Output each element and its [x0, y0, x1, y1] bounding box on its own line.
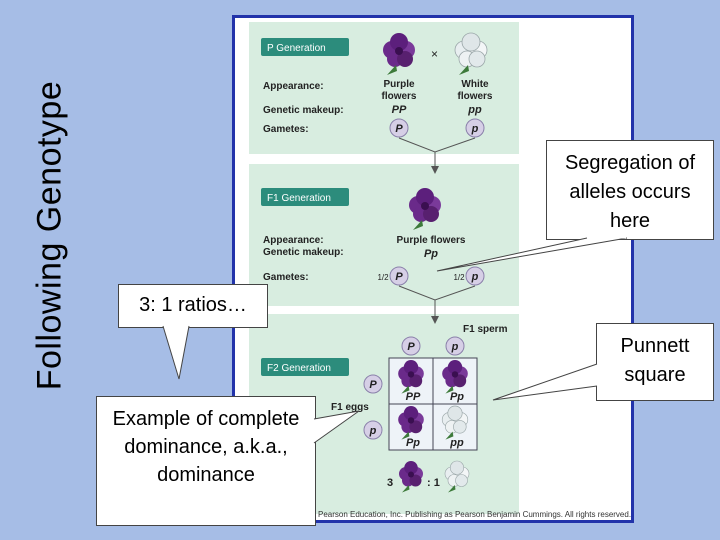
ratios-callout-text: 3: 1 ratios… — [139, 294, 247, 316]
dominance-callout-text: Example of complete dominance, a.k.a., d… — [112, 408, 300, 486]
figure-credit: Pearson Education, Inc. Publishing as Pe… — [318, 510, 632, 519]
sperm-allele-2: p — [451, 341, 459, 353]
f1-appearance: Purple flowers — [397, 235, 466, 246]
parent2-appearance-line1: White — [461, 79, 489, 90]
punnett-cell-4-genotype: pp — [449, 437, 464, 449]
f1-gametes-label: Gametes: — [263, 272, 309, 283]
parent2-gamete: p — [471, 123, 479, 135]
cross-symbol: × — [431, 47, 438, 61]
parent1-appearance-line2: flowers — [381, 91, 416, 102]
parent1-gamete: P — [395, 123, 403, 135]
p-generation-header-text: P Generation — [267, 43, 326, 54]
parent2-genotype: pp — [467, 104, 482, 116]
segregation-callout: Segregation of alleles occurs here — [436, 140, 714, 272]
f1-gamete1-fraction: 1/2 — [377, 273, 389, 282]
ratio-right: : 1 — [427, 477, 440, 489]
parent1-genotype: PP — [392, 104, 407, 116]
parent1-appearance-line1: Purple — [383, 79, 415, 90]
f1-to-f2-arrowhead — [431, 316, 439, 324]
parent1-gamete-circle — [389, 118, 409, 138]
punnett-cell-2-genotype: Pp — [450, 391, 464, 403]
parent2-gamete-circle — [465, 118, 485, 138]
f1-gamete2: p — [471, 271, 479, 283]
ratios-callout-tail — [162, 323, 190, 380]
p-generation-header — [261, 38, 349, 56]
punnett-callout-tail — [492, 363, 600, 401]
ratio-left: 3 — [387, 477, 393, 489]
f1-gamete1: P — [395, 271, 403, 283]
p-appearance-label: Appearance: — [263, 81, 324, 92]
egg-allele-1: P — [369, 379, 377, 391]
sperm-allele-1: P — [407, 341, 415, 353]
segregation-callout-tail — [436, 235, 628, 272]
f1-appearance-label: Appearance: — [263, 235, 324, 246]
sperm-allele-2-circle — [445, 336, 465, 356]
f1-gamete1-circle — [389, 266, 409, 286]
sperm-allele-1-circle — [401, 336, 421, 356]
p-genetic-makeup-label: Genetic makeup: — [263, 105, 344, 116]
dominance-callout: Example of complete dominance, a.k.a., d… — [96, 396, 360, 526]
f2-generation-header-text: F2 Generation — [267, 363, 331, 374]
slide-title: Following Genotype — [30, 80, 69, 390]
segregation-callout-text: Segregation of alleles occurs here — [564, 152, 696, 232]
f1-generation-header — [261, 188, 349, 206]
ratios-callout: 3: 1 ratios… — [118, 284, 268, 380]
f1-genetic-makeup-label: Genetic makeup: — [263, 247, 344, 258]
egg-allele-2: p — [369, 425, 377, 437]
f2-generation-header — [261, 358, 349, 376]
f1-generation-header-text: F1 Generation — [267, 193, 331, 204]
f1-eggs-label: F1 eggs — [331, 402, 369, 413]
egg-allele-1-circle — [363, 374, 383, 394]
f1-gamete2-fraction: 1/2 — [453, 273, 465, 282]
f1-sperm-label: F1 sperm — [463, 324, 508, 335]
slide-title-container: Following Genotype — [18, 0, 82, 470]
egg-allele-2-circle — [363, 420, 383, 440]
p-gametes-label: Gametes: — [263, 124, 309, 135]
f1-gamete2-circle — [465, 266, 485, 286]
parent2-appearance-line2: flowers — [457, 91, 492, 102]
punnett-cell-3-genotype: Pp — [406, 437, 420, 449]
punnett-callout: Punnett square — [492, 323, 714, 401]
punnett-callout-text: Punnett square — [620, 335, 690, 386]
p-to-f1-arrowhead — [431, 166, 439, 174]
punnett-cell-1-genotype: PP — [406, 391, 421, 403]
f1-genotype: Pp — [424, 248, 438, 260]
dominance-callout-tail — [311, 410, 360, 444]
